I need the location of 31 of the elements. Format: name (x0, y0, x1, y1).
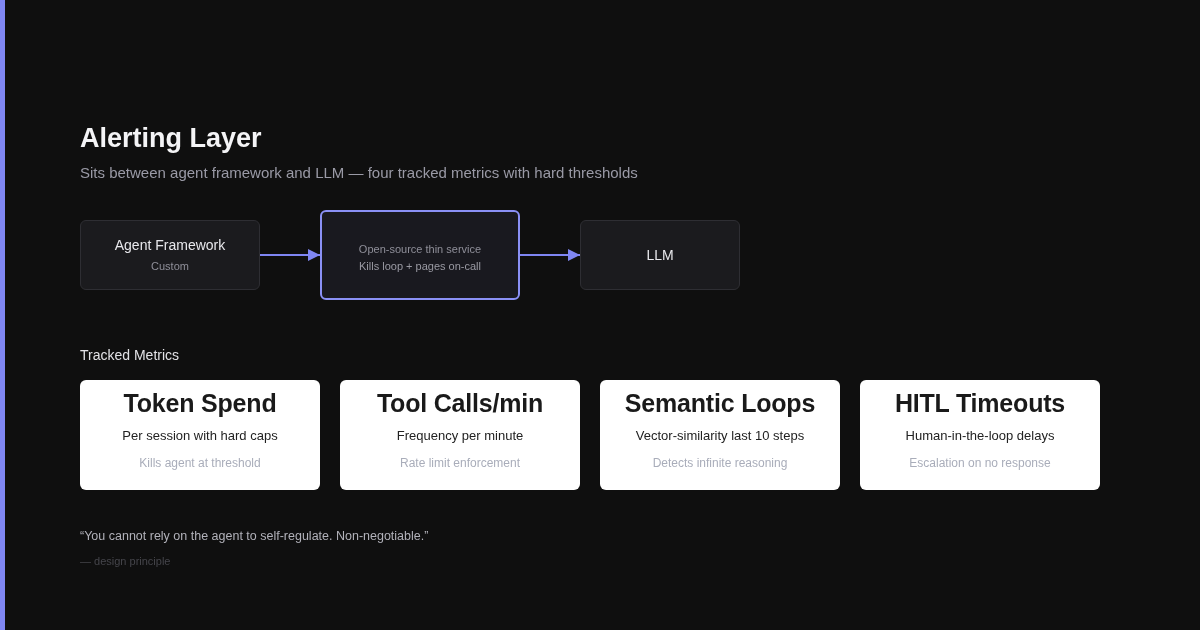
metric-description: Vector-similarity last 10 steps (635, 427, 805, 445)
metric-description: Human-in-the-loop delays (905, 427, 1055, 445)
metric-card (860, 380, 1100, 490)
node-title: Agent Framework (114, 237, 226, 254)
node-description: Kills loop + pages on-call (359, 259, 481, 273)
metric-note: Rate limit enforcement (399, 455, 520, 471)
highlighted-process-box (320, 210, 520, 300)
attribution-text: — design principle (80, 554, 171, 569)
metric-title: Tool Calls/min (376, 388, 544, 418)
section-heading: Tracked Metrics (80, 346, 180, 365)
metric-card (80, 380, 320, 490)
quote-text: “You cannot rely on the agent to self-regulate. Non-negotiable.” (80, 528, 429, 545)
node-title: LLM (646, 246, 674, 264)
metric-card (340, 380, 580, 490)
metric-note: Detects infinite reasoning (652, 455, 788, 471)
node-description: Open-source thin service (358, 242, 482, 256)
process-box (80, 220, 260, 290)
metric-description: Frequency per minute (396, 427, 524, 445)
metric-description: Per session with hard caps (122, 427, 278, 445)
metric-note: Escalation on no response (909, 455, 1051, 471)
metric-title: Semantic Loops (624, 388, 816, 418)
process-box (580, 220, 740, 290)
arrow (519, 249, 581, 261)
page-title: Alerting Layer (80, 122, 262, 155)
subtitle: Sits between agent framework and LLM — four tracked metrics with hard thresholds (80, 163, 638, 183)
metric-title: Token Spend (123, 388, 277, 418)
metric-note: Kills agent at threshold (139, 455, 261, 471)
metric-title: HITL Timeouts (894, 388, 1066, 418)
arrow (259, 249, 321, 261)
metric-card (600, 380, 840, 490)
node-subtitle: Custom (151, 259, 189, 273)
